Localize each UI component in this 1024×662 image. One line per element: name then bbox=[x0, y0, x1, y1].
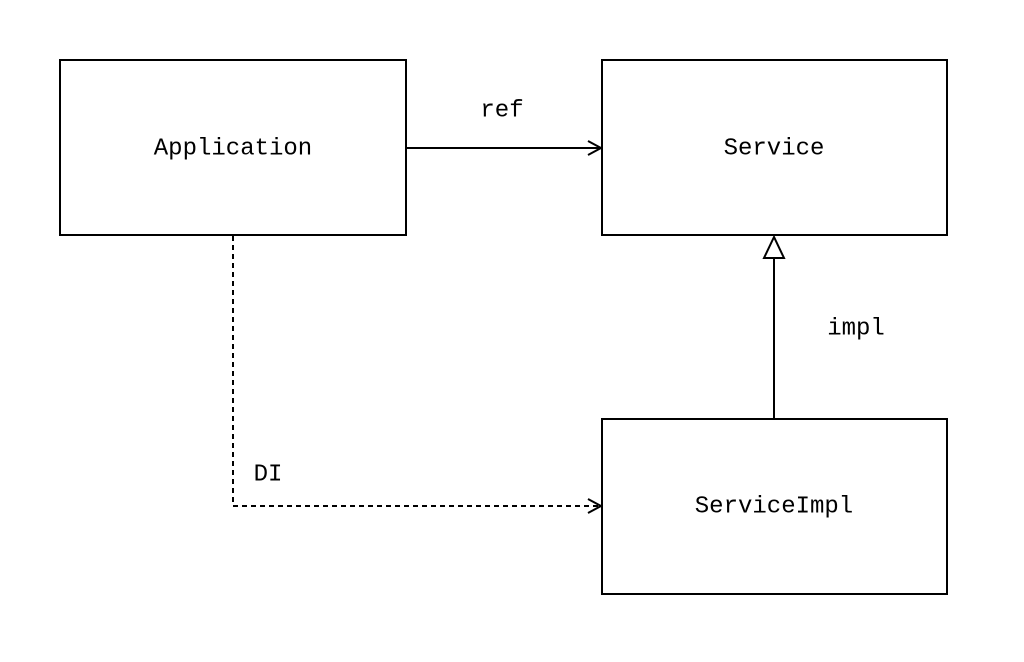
node-application: Application bbox=[59, 59, 407, 236]
di-line bbox=[232, 236, 600, 507]
service-box bbox=[601, 59, 948, 236]
application-box bbox=[59, 59, 407, 236]
ref-arrowhead-icon bbox=[587, 140, 604, 156]
edge-di: DI bbox=[232, 236, 604, 514]
di-arrowhead-icon bbox=[587, 498, 604, 514]
edge-impl: impl bbox=[762, 234, 885, 419]
application-label: Application bbox=[154, 135, 312, 162]
node-service-impl: ServiceImpl bbox=[601, 418, 948, 595]
impl-triangle-arrowhead-icon bbox=[762, 234, 786, 259]
service-impl-label: ServiceImpl bbox=[695, 493, 853, 520]
service-label: Service bbox=[724, 135, 825, 162]
edge-ref: ref bbox=[406, 97, 604, 156]
di-label: DI bbox=[254, 461, 283, 488]
ref-label: ref bbox=[480, 97, 523, 124]
node-service: Service bbox=[601, 59, 948, 236]
impl-label: impl bbox=[827, 315, 885, 342]
